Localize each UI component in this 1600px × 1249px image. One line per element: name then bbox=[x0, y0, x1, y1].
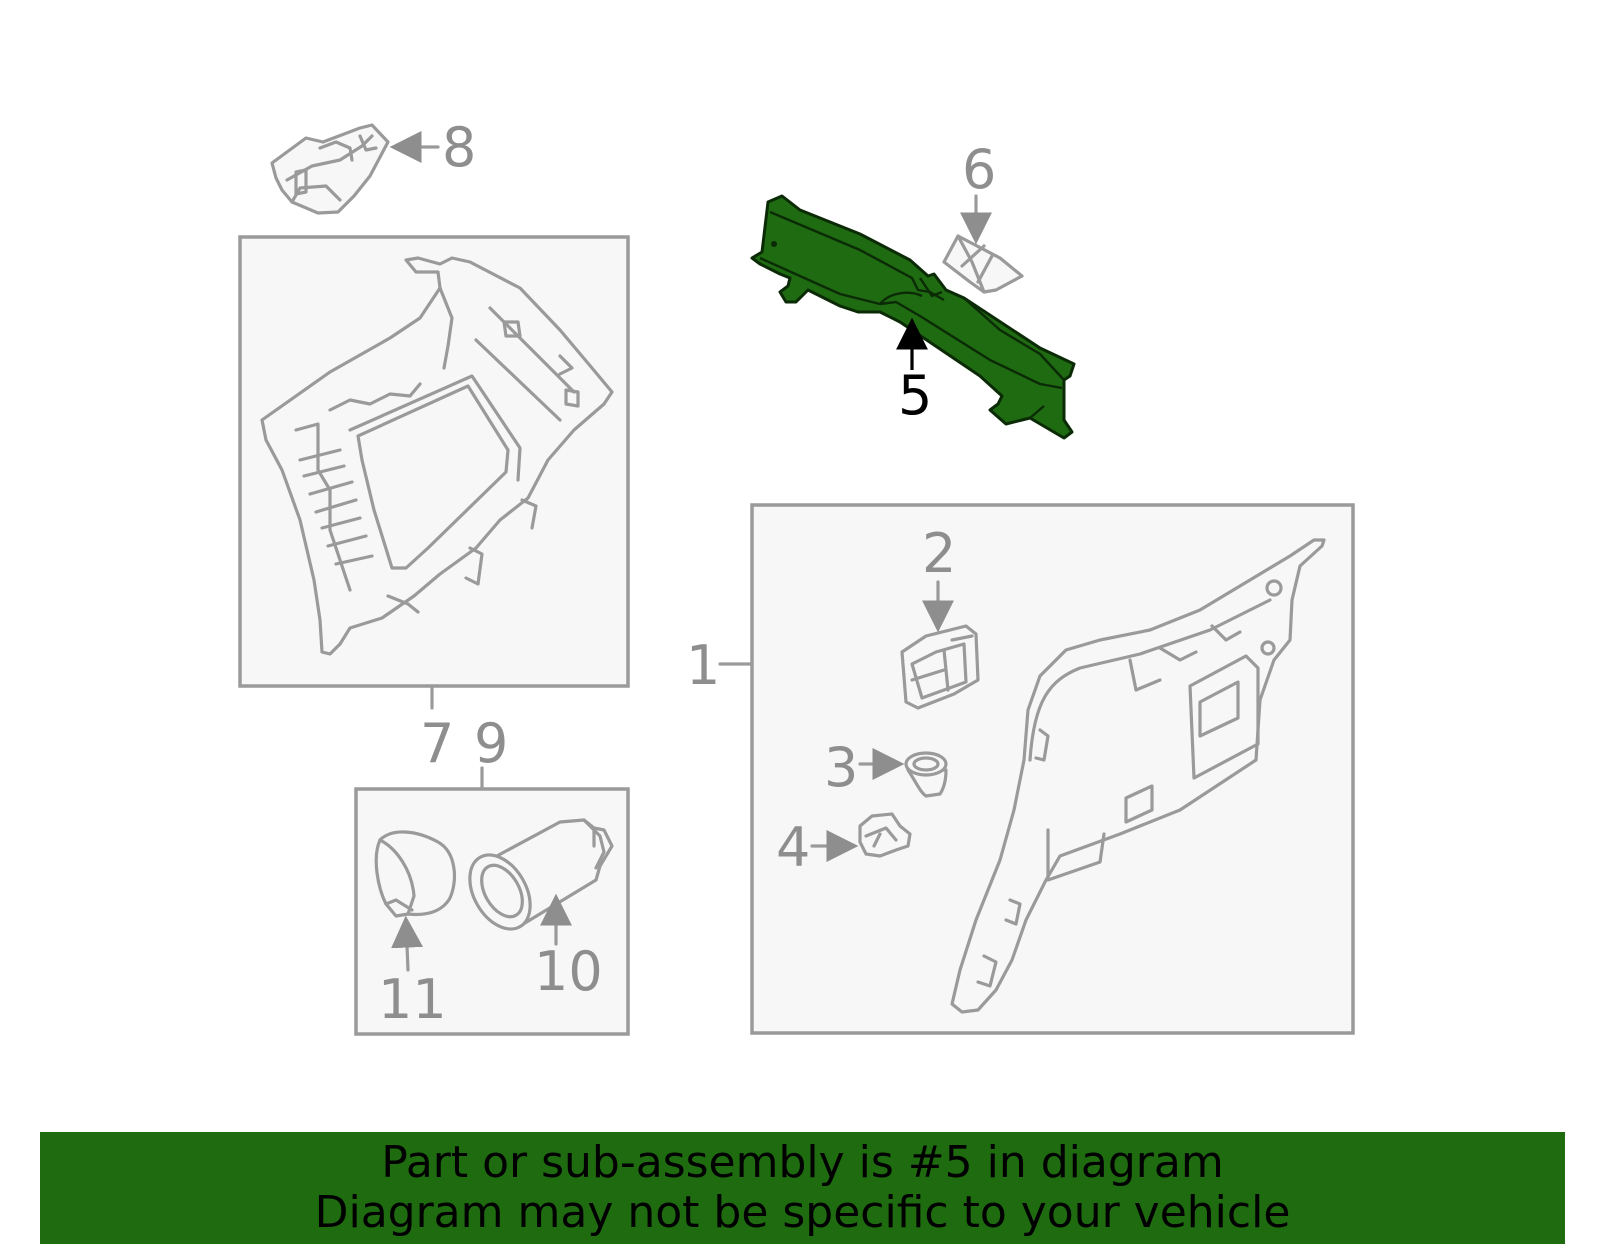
part-8-bracket[interactable] bbox=[270, 123, 390, 215]
callout-9: 9 bbox=[474, 712, 508, 775]
callout-7: 7 bbox=[420, 712, 454, 775]
callout-2: 2 bbox=[922, 522, 956, 585]
callout-10: 10 bbox=[534, 940, 603, 1003]
part-1-quarter-trim[interactable] bbox=[950, 538, 1326, 1014]
part-11-cap[interactable] bbox=[374, 830, 457, 918]
leader-11 bbox=[391, 915, 424, 972]
part-4-clip[interactable] bbox=[858, 812, 912, 858]
callout-5-highlighted: 5 bbox=[898, 364, 932, 427]
part-6-clip[interactable] bbox=[942, 234, 1024, 294]
callout-1: 1 bbox=[686, 634, 720, 697]
callout-8: 8 bbox=[442, 116, 476, 179]
part-2-pocket[interactable] bbox=[900, 624, 980, 710]
part-10-socket[interactable] bbox=[457, 818, 614, 940]
callout-6: 6 bbox=[962, 138, 996, 201]
banner-line-1: Part or sub-assembly is #5 in diagram bbox=[381, 1137, 1224, 1188]
callout-3: 3 bbox=[824, 736, 858, 799]
banner-line-2: Diagram may not be specific to your vehi… bbox=[314, 1187, 1291, 1238]
info-banner: Part or sub-assembly is #5 in diagram Di… bbox=[40, 1132, 1565, 1244]
callout-4: 4 bbox=[776, 816, 810, 879]
part-5-sill-plate-highlighted[interactable] bbox=[750, 194, 1076, 440]
callout-11: 11 bbox=[378, 968, 447, 1031]
part-7-quarter-trim[interactable] bbox=[260, 256, 614, 656]
part-3-grommet[interactable] bbox=[904, 751, 948, 798]
